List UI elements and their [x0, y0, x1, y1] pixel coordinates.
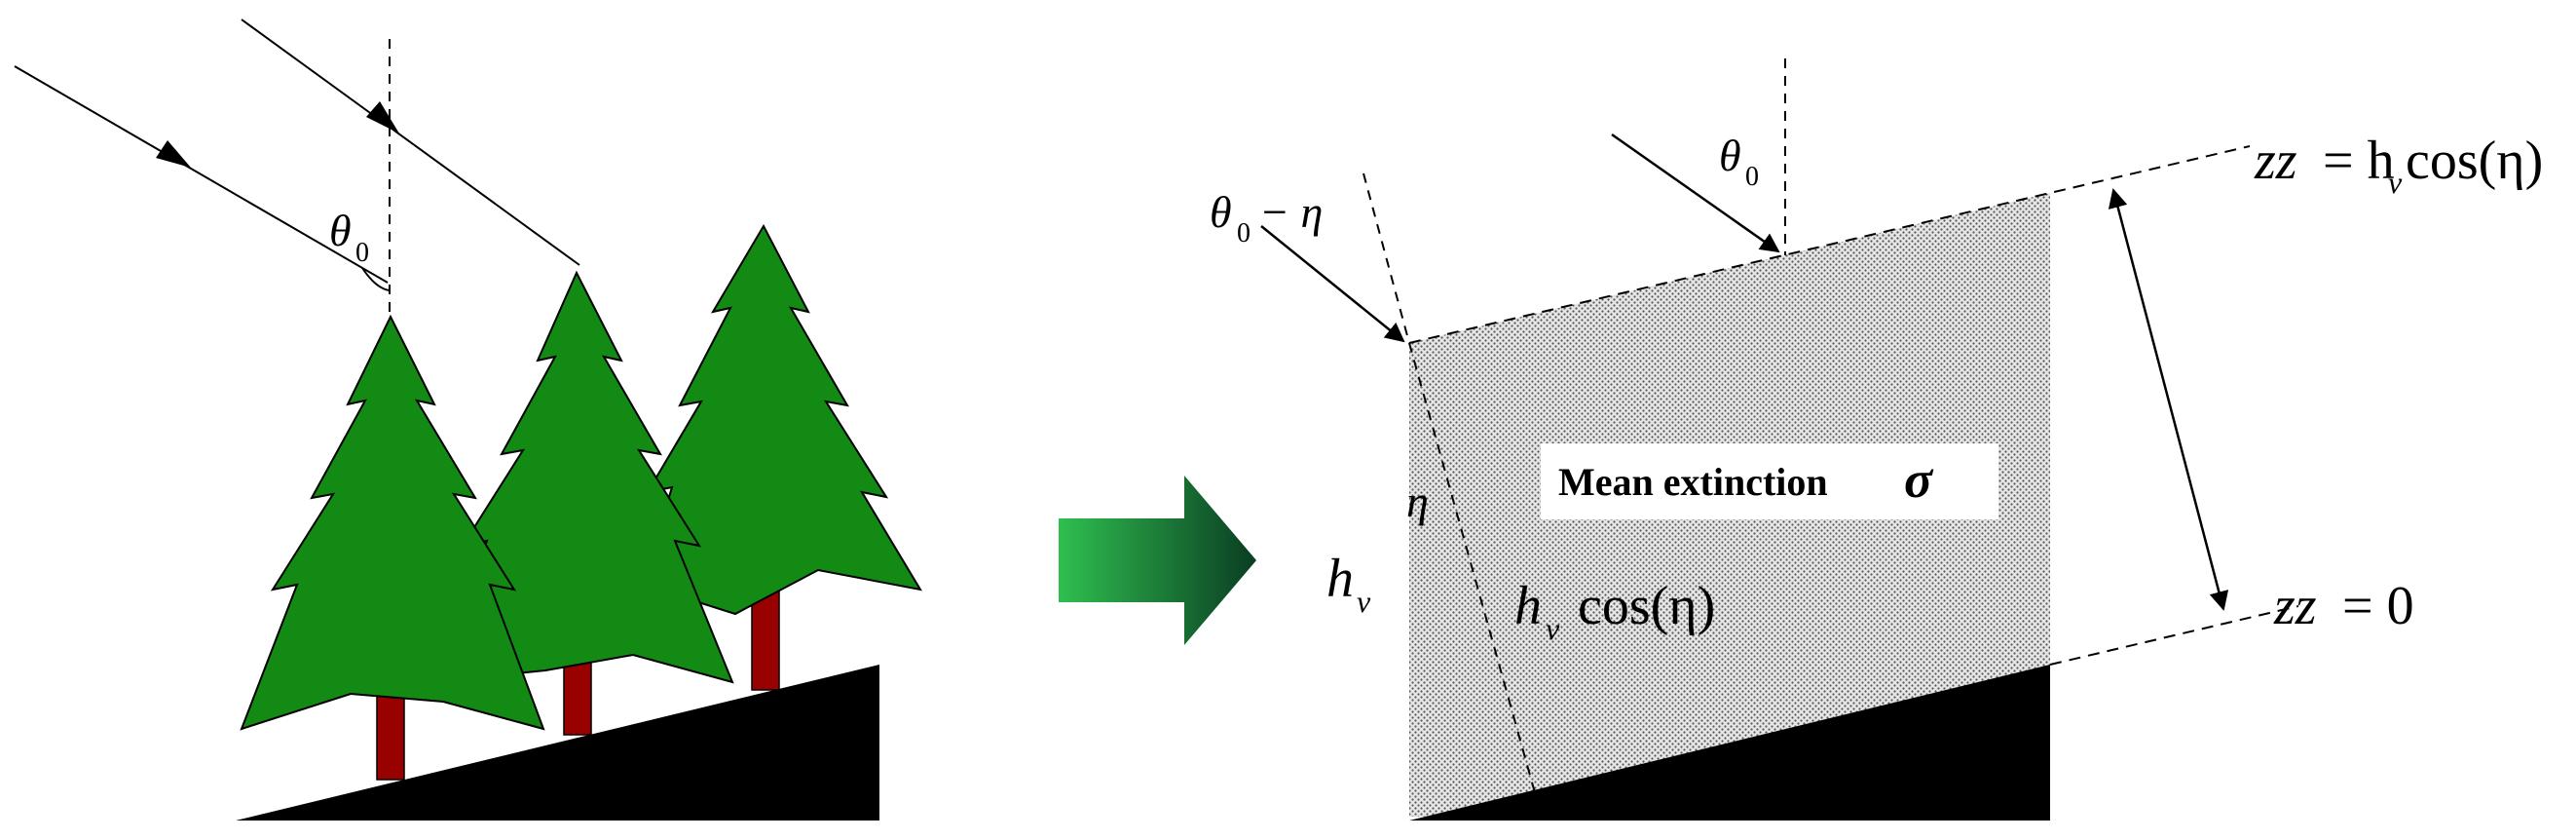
ground-slope-left	[236, 665, 879, 821]
right-panel: θ 0 θ 0 − η η h v h v cos(η) Mean extinc…	[1210, 58, 2543, 821]
svg-text:0: 0	[355, 238, 369, 268]
angle-arc	[361, 267, 391, 291]
transition-arrow	[1059, 476, 1256, 645]
eta-label: η	[1406, 477, 1429, 526]
incident-ray-corner	[1260, 225, 1405, 343]
svg-text:− η: − η	[1259, 187, 1323, 237]
bottom-boundary-line	[2049, 605, 2299, 666]
ray-arrowhead	[366, 101, 399, 134]
hv-label: h v	[1326, 549, 1371, 619]
zz-bottom-label: zz = 0	[2273, 576, 2414, 636]
tree-crown	[240, 314, 545, 731]
svg-text:θ: θ	[329, 206, 352, 255]
theta0-label-right: θ 0	[1719, 131, 1759, 192]
svg-text:v: v	[2388, 165, 2403, 200]
svg-text:θ: θ	[1210, 187, 1232, 237]
theta0-minus-eta-label: θ 0 − η	[1210, 187, 1323, 248]
svg-text:σ: σ	[1904, 450, 1934, 509]
zz-top-label: zz = h v cos(η)	[2254, 131, 2543, 200]
tilted-normal-upper	[1363, 172, 1410, 344]
svg-text:v: v	[1546, 611, 1560, 646]
svg-text:cos(η): cos(η)	[1578, 576, 1715, 636]
top-boundary-line	[1408, 145, 2251, 344]
svg-text:= 0: = 0	[2342, 576, 2414, 636]
incident-ray-left-2	[241, 19, 580, 266]
hv-cos-eta-label: h v cos(η)	[1514, 576, 1715, 646]
tree-crown	[641, 223, 923, 616]
tilted-normal-lower	[1408, 342, 1542, 815]
theta0-label-left: θ 0	[329, 206, 369, 268]
svg-text:h: h	[1514, 576, 1542, 636]
svg-text:cos(η): cos(η)	[2406, 131, 2543, 191]
incident-ray-right	[1611, 133, 1780, 253]
svg-text:zz: zz	[2254, 131, 2297, 191]
ground-slope-right	[1409, 665, 2050, 821]
svg-text:0: 0	[1745, 162, 1759, 192]
svg-text:0: 0	[1237, 218, 1251, 248]
mean-extinction-box	[1541, 443, 1998, 519]
mean-extinction-label: Mean extinction σ	[1558, 450, 1934, 509]
incident-ray-left-1	[14, 65, 389, 284]
svg-text:θ: θ	[1719, 131, 1741, 180]
left-panel: θ 0	[14, 19, 923, 821]
svg-text:Mean extinction: Mean extinction	[1558, 460, 1828, 504]
ray-arrowhead	[156, 140, 191, 168]
svg-text:= h: = h	[2323, 131, 2395, 191]
svg-text:h: h	[1326, 549, 1354, 609]
svg-text:zz: zz	[2273, 576, 2317, 636]
svg-text:v: v	[1357, 584, 1371, 619]
thickness-arrow	[2108, 188, 2229, 611]
